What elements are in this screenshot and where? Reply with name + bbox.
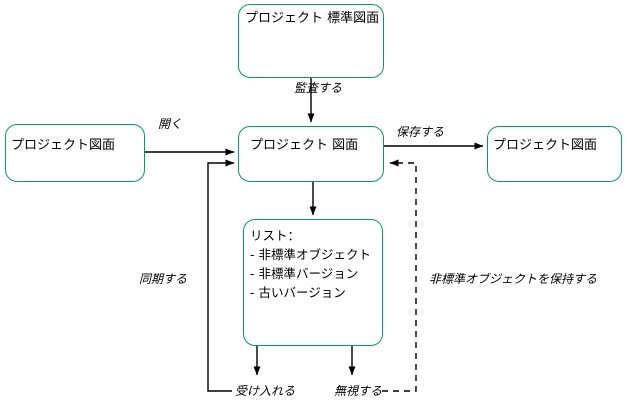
edge-label-open: 開く xyxy=(158,117,183,131)
node-project-drawing-source-label: プロジェクト図面 xyxy=(11,138,116,153)
edge-label-ignore: 無視する xyxy=(334,384,383,398)
node-project-drawing-target[interactable] xyxy=(487,126,622,182)
node-project-standard-drawing[interactable] xyxy=(238,4,384,78)
node-result-list[interactable] xyxy=(243,219,383,346)
edge-label-accept: 受け入れる xyxy=(235,384,296,398)
result-list-item-3: - 古いバージョン xyxy=(250,285,346,300)
edge-synchronize-return xyxy=(207,159,235,392)
edge-label-audit: 監査する xyxy=(294,81,343,95)
edge-keep-nonstandard-return xyxy=(382,159,417,392)
node-project-drawing-center[interactable] xyxy=(238,126,384,182)
result-list-item-1: - 非標準オブジェクト xyxy=(250,247,371,262)
edge-label-keep-nonstandard-objects: 非標準オブジェクトを保持する xyxy=(429,272,598,286)
node-project-drawing-center-label: プロジェクト 図面 xyxy=(250,138,359,153)
node-project-drawing-target-label: プロジェクト図面 xyxy=(493,138,598,153)
node-project-drawing-source[interactable] xyxy=(5,124,145,182)
edge-label-save: 保存する xyxy=(396,125,445,139)
result-list-item-2: - 非標準バージョン xyxy=(250,266,359,281)
node-project-standard-drawing-label: プロジェクト 標準図面 xyxy=(245,11,380,26)
edge-label-synchronize: 同期する xyxy=(139,272,188,286)
result-list-title: リスト： xyxy=(250,228,301,243)
